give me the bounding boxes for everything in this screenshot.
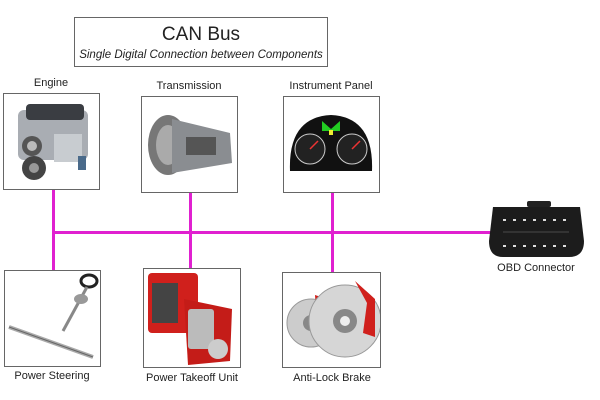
diagram-title: CAN Bus bbox=[161, 24, 241, 45]
can-bus-line bbox=[52, 231, 497, 234]
transmission-node bbox=[141, 96, 238, 193]
engine-image bbox=[18, 104, 88, 180]
instrument-bus-drop bbox=[331, 193, 334, 273]
power-steering-node bbox=[4, 270, 101, 367]
instrument-panel-node bbox=[283, 96, 380, 193]
obd-connector-label: OBD Connector bbox=[497, 262, 575, 274]
diagram-subtitle: Single Digital Connection between Compon… bbox=[79, 49, 323, 61]
anti-lock-brake-image bbox=[286, 281, 380, 358]
engine-bus-drop bbox=[52, 190, 55, 270]
instrument-panel-image bbox=[289, 115, 373, 171]
transmission-label: Transmission bbox=[156, 80, 222, 92]
power-takeoff-node bbox=[143, 268, 241, 368]
title-box: CAN Bus Single Digital Connection betwee… bbox=[74, 17, 328, 67]
engine-node bbox=[3, 93, 100, 190]
power-takeoff-image bbox=[148, 273, 232, 365]
transmission-image bbox=[148, 115, 232, 175]
power-steering-image bbox=[8, 273, 99, 359]
instrument-panel-label: Instrument Panel bbox=[289, 80, 373, 92]
power-steering-label: Power Steering bbox=[14, 370, 90, 382]
anti-lock-brake-label: Anti-Lock Brake bbox=[293, 372, 371, 384]
anti-lock-brake-node bbox=[282, 272, 381, 368]
power-takeoff-label: Power Takeoff Unit bbox=[146, 372, 238, 384]
obd-connector-image bbox=[489, 201, 584, 257]
obd-connector-node bbox=[489, 201, 584, 259]
transmission-bus-drop bbox=[189, 193, 192, 269]
engine-label: Engine bbox=[33, 77, 69, 89]
